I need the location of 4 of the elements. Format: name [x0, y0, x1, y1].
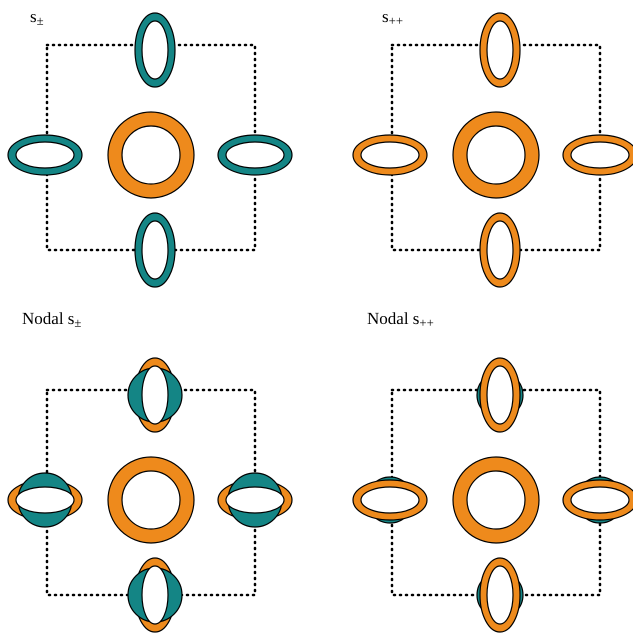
panel-label: s$_{±}$ [30, 8, 44, 25]
panel-label: s$_{++}$ [382, 8, 404, 25]
panel-label: Nodal s$_{++}$ [367, 310, 434, 327]
panel-label: Nodal s$_{±}$ [22, 310, 82, 327]
